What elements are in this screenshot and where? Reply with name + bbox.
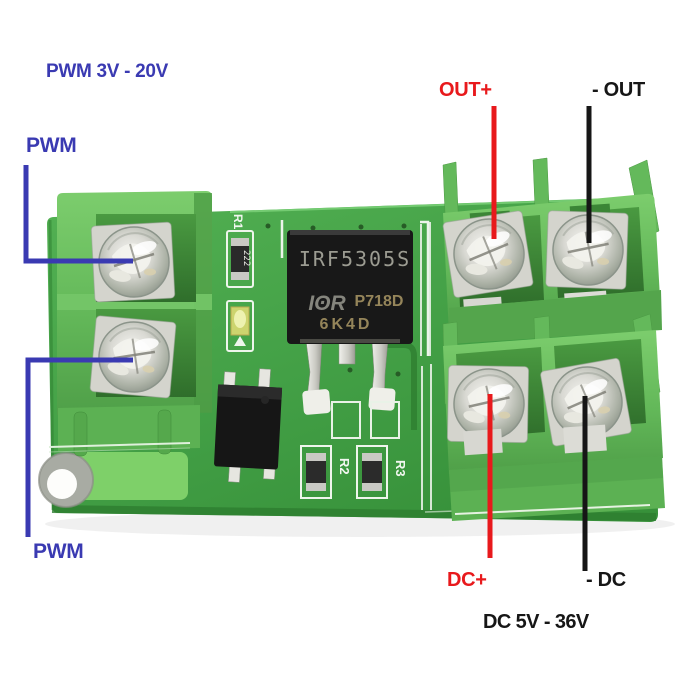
silkscreen-terminal-outlines — [420, 222, 432, 510]
screw-pwm-ground — [84, 310, 182, 404]
out-positive-label: OUT+ — [439, 79, 492, 101]
pwm-bottom-line — [25, 357, 133, 537]
r3-silkscreen-label: R3 — [393, 460, 408, 477]
out-negative-label: - OUT — [592, 79, 645, 101]
annotation-lines — [23, 106, 592, 571]
pwm-terminal-block — [48, 191, 212, 457]
resistor-r3: R3 — [356, 445, 408, 499]
mosfet-part-number: IRF5305S — [299, 247, 411, 271]
pwm-range-label: PWM 3V - 20V — [46, 61, 169, 82]
pwm-top-label: PWM — [26, 134, 77, 157]
dc-terminal-block — [442, 313, 665, 521]
optocoupler — [214, 368, 283, 483]
mosfet-ir-logo: IʘR — [308, 292, 346, 315]
pwm-top-line — [23, 165, 133, 264]
dc-positive-label: DC+ — [447, 569, 487, 591]
r1-silkscreen-label: R1 — [231, 214, 245, 230]
r2-silkscreen-label: R2 — [337, 458, 352, 475]
pcb-trace — [384, 342, 417, 430]
mounting-hole — [38, 452, 94, 508]
dc-negative-label: - DC — [586, 569, 626, 591]
screw-out-positive — [440, 208, 536, 300]
mosfet-code-1: P718D — [355, 293, 404, 310]
mosfet-code-2: 6K4D — [320, 316, 373, 333]
glue-patch — [76, 452, 188, 500]
resistor-r1: 222 R1 — [226, 214, 254, 288]
resistor-r2: R2 — [300, 445, 352, 499]
out-terminal-block — [440, 157, 662, 344]
r1-value-marking: 222 — [241, 250, 251, 266]
mosfet-chip: IRF5305S IʘR P718D 6K4D — [280, 220, 430, 439]
dc-range-label: DC 5V - 36V — [483, 611, 589, 633]
pwm-bottom-label: PWM — [33, 540, 84, 563]
led — [226, 300, 254, 352]
